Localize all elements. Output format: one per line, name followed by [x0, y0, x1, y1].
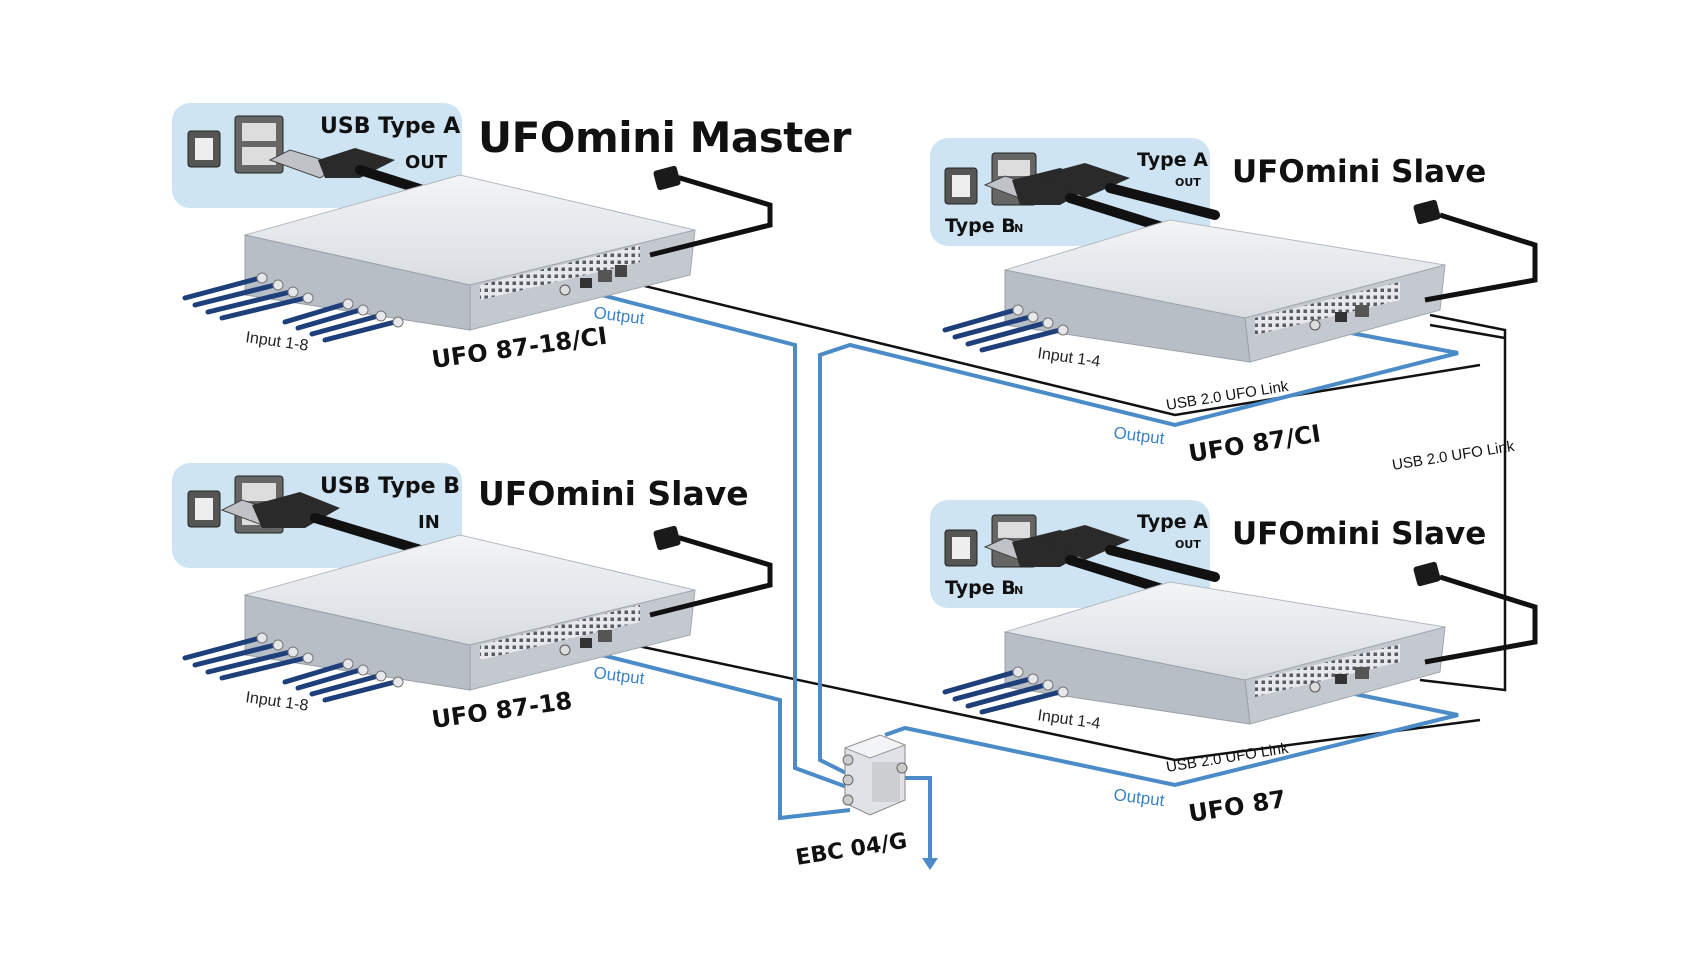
usb-link-master-to-slave-top [619, 278, 1481, 417]
usb-label-bottom: Type B [945, 577, 1016, 599]
device-model-label: UFO 87 [1187, 785, 1288, 828]
usb-label-sub: OUT [405, 152, 448, 173]
usb-label-sub: IN [418, 512, 440, 533]
input-label: Input 1-4 [1036, 345, 1101, 371]
input-label: Input 1-8 [244, 329, 309, 355]
input-label: Input 1-4 [1036, 707, 1101, 733]
vertical-link-label: USB 2.0 UFO Link [1391, 438, 1516, 474]
usb-label-bottom-sub: IN [1010, 222, 1023, 235]
device-role-title: UFOmini Slave [478, 474, 749, 513]
device-role-title: UFOmini Slave [1232, 516, 1486, 552]
device-slave-top-right [930, 138, 1538, 363]
device-slave-bottom-right [930, 500, 1538, 725]
usb-label-top: USB Type B [320, 474, 460, 499]
combiner-label: EBC 04/G [794, 829, 909, 871]
output-label: Output [1113, 423, 1166, 448]
device-role-title: UFOmini Master [478, 113, 852, 162]
output-label: Output [1113, 785, 1166, 810]
device-slave-left [172, 463, 773, 703]
output-arrow-icon [922, 858, 938, 870]
input-label: Input 1-8 [244, 689, 309, 715]
output-line-ufo87ci [818, 328, 1459, 777]
usb-label-bottom-sub: IN [1010, 584, 1023, 597]
usb-link-vertical [1419, 313, 1507, 692]
combiner-ebc [842, 734, 908, 816]
output-line-slave-left [589, 650, 851, 821]
usb-label-top-sub: OUT [1175, 538, 1201, 551]
output-line-ufo87 [884, 688, 1459, 788]
output-line-master [589, 290, 856, 792]
output-label: Output [593, 663, 646, 688]
usb-label-top: USB Type A [320, 114, 460, 139]
device-model-label: UFO 87-18 [430, 687, 574, 734]
link-label: USB 2.0 UFO Link [1165, 378, 1290, 414]
usb-label-bottom: Type B [945, 215, 1016, 237]
usb-label-top: Type A [1137, 511, 1208, 533]
device-model-label: UFO 87-18/CI [430, 322, 609, 374]
device-role-title: UFOmini Slave [1232, 154, 1486, 190]
device-master [172, 103, 773, 343]
output-line-out [900, 776, 932, 862]
usb-label-top-sub: OUT [1175, 176, 1201, 189]
usb-label-top: Type A [1137, 149, 1208, 171]
output-lines [589, 290, 1459, 862]
device-model-label: UFO 87/CI [1187, 419, 1323, 468]
